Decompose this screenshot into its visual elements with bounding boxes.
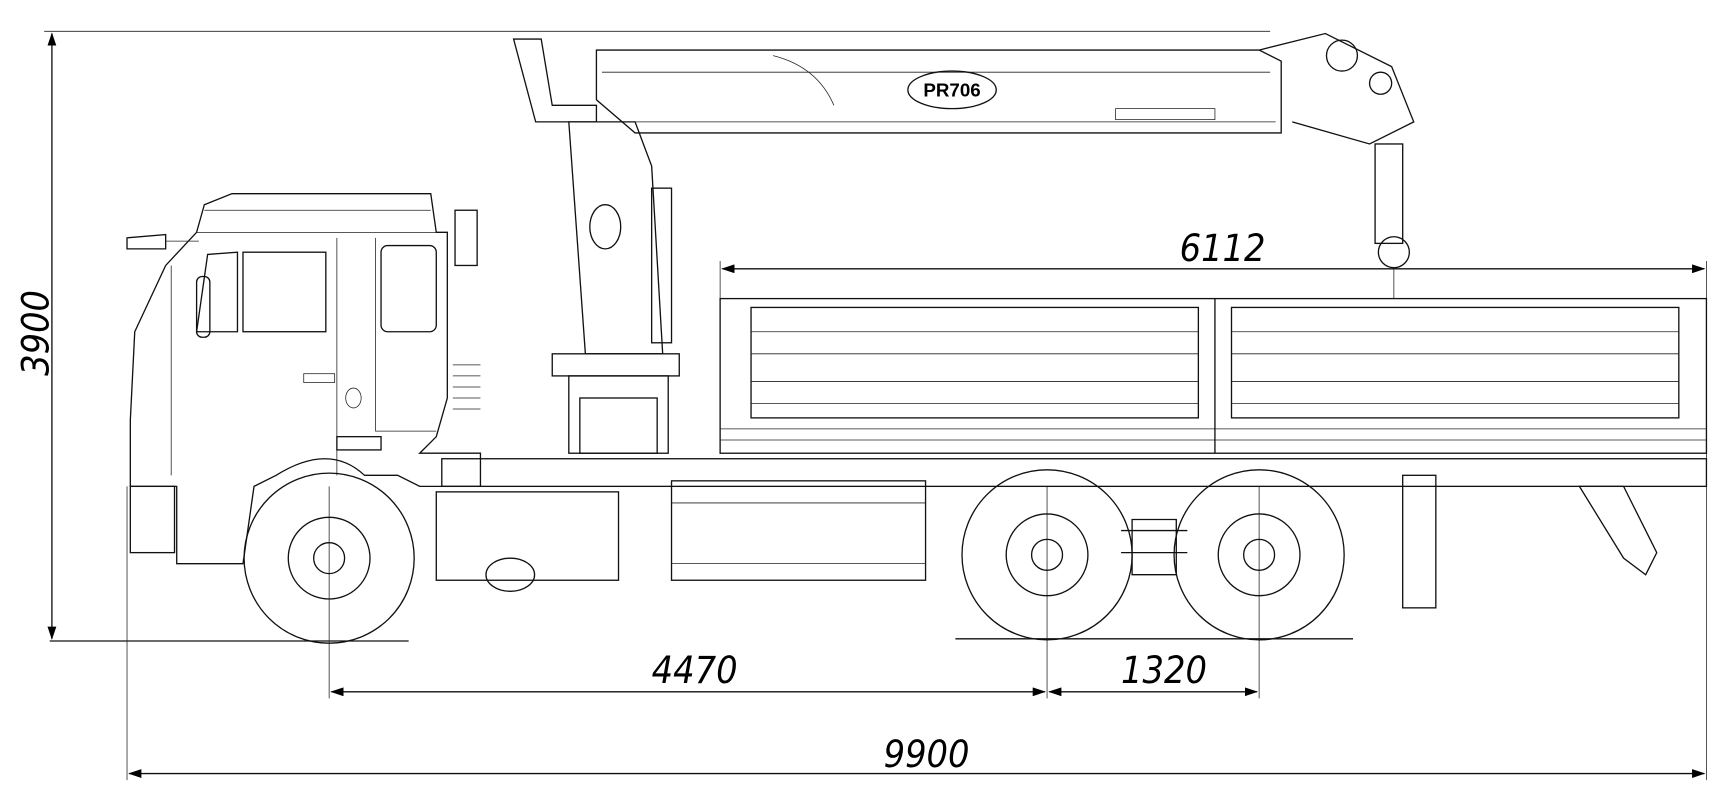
outrigger-rear [1402, 474, 1437, 609]
crane-model-label: PR706 [923, 79, 980, 100]
fuel-tank [670, 480, 927, 581]
overall-length-label: 9900 [884, 732, 970, 776]
chassis-frame [435, 397, 1708, 609]
length-dimension: 9900 [126, 261, 1707, 781]
side-mirror [126, 233, 167, 250]
flatbed-platform [719, 297, 1708, 454]
height-dimension-label: 3900 [14, 290, 58, 376]
truck-cab [126, 193, 482, 565]
rear-axle-spacing-label: 1320 [1121, 648, 1207, 692]
lift-cylinder [650, 187, 673, 344]
loader-crane: PR706 [512, 32, 1415, 454]
air-filter-bellows [452, 364, 481, 410]
cab-front-window [195, 251, 239, 333]
operator-seat [512, 38, 598, 123]
sleeper-window [380, 244, 437, 333]
fuel-cap [345, 387, 362, 409]
outrigger-front [579, 397, 658, 454]
wheelbase-dimensions: 4470 1320 [328, 486, 1260, 699]
rear-wheel-2 [1173, 469, 1345, 641]
tow-hitch [1578, 485, 1658, 576]
crane-knuckle [1258, 32, 1415, 145]
step [336, 435, 382, 451]
height-dimension: 3900 [14, 30, 1271, 640]
crane-column [568, 121, 664, 355]
cab-window [242, 251, 327, 333]
exhaust-muffler [485, 557, 536, 592]
side-board-rear [1230, 306, 1680, 419]
wheelbase-label: 4470 [652, 648, 738, 692]
crane-hook-arm [1374, 143, 1404, 245]
front-mirror [195, 275, 211, 338]
platform-dimension: 6112 [719, 226, 1706, 310]
headlight [129, 485, 176, 554]
winch-pulley [1325, 39, 1359, 72]
platform-length-label: 6112 [1180, 226, 1266, 270]
crane-hook [1377, 236, 1410, 269]
crane-base [551, 353, 680, 377]
front-wheel [243, 472, 415, 644]
air-intake [454, 209, 478, 267]
side-board-front [750, 306, 1200, 419]
ground-lines [49, 638, 1353, 642]
rear-wheel-1 [961, 469, 1133, 641]
crane-model-badge [907, 70, 997, 110]
door-handle [303, 373, 336, 383]
